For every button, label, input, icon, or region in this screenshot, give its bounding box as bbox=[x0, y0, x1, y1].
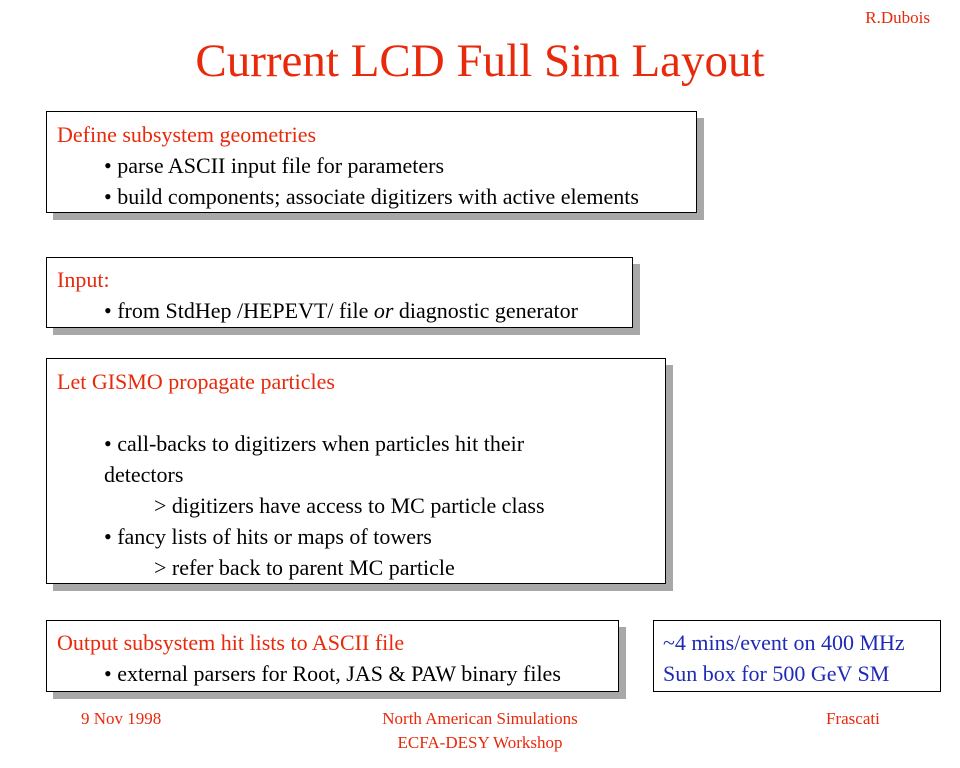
geometry-heading: Define subsystem geometries bbox=[57, 122, 317, 147]
note-line-2: Sun box for 500 GeV SM bbox=[663, 661, 890, 686]
footer-event: North American Simulations ECFA-DESY Wor… bbox=[330, 707, 630, 755]
gismo-box: Let GISMO propagate particles • call-bac… bbox=[46, 358, 666, 584]
footer-location: Frascati bbox=[826, 709, 880, 728]
gismo-bullet-callbacks-cont: detectors bbox=[104, 462, 184, 487]
gismo-subitem-mc-access: > digitizers have access to MC particle … bbox=[154, 493, 545, 518]
input-heading: Input: bbox=[57, 267, 110, 292]
input-bullet-or: or bbox=[373, 298, 394, 323]
gismo-bullet-callbacks: • call-backs to digitizers when particle… bbox=[104, 431, 525, 456]
output-box: Output subsystem hit lists to ASCII file… bbox=[46, 620, 619, 692]
geometry-bullet-build: • build components; associate digitizers… bbox=[104, 184, 639, 209]
input-bullet: • from StdHep /HEPEVT/ file or diagnosti… bbox=[57, 295, 632, 326]
footer-event-line-2: ECFA-DESY Workshop bbox=[397, 733, 563, 752]
gismo-bullet-fancy-lists: • fancy lists of hits or maps of towers bbox=[104, 524, 432, 549]
input-bullet-end: diagnostic generator bbox=[393, 298, 578, 323]
note-line-1: ~4 mins/event on 400 MHz bbox=[663, 630, 905, 655]
footer-event-line-1: North American Simulations bbox=[382, 709, 578, 728]
performance-note: ~4 mins/event on 400 MHz Sun box for 500… bbox=[653, 620, 941, 692]
output-bullet-parsers: • external parsers for Root, JAS & PAW b… bbox=[104, 661, 561, 686]
input-bullet-start: • from StdHep /HEPEVT/ file bbox=[104, 298, 374, 323]
gismo-heading: Let GISMO propagate particles bbox=[57, 369, 335, 394]
gismo-subitem-refer-back: > refer back to parent MC particle bbox=[154, 555, 455, 580]
footer-date: 9 Nov 1998 bbox=[81, 709, 162, 728]
geometry-box: Define subsystem geometries • parse ASCI… bbox=[46, 111, 697, 213]
geometry-bullet-parse: • parse ASCII input file for parameters bbox=[104, 153, 445, 178]
author-label: R.Dubois bbox=[865, 8, 930, 27]
input-box: Input: • from StdHep /HEPEVT/ file or di… bbox=[46, 257, 633, 328]
slide-title: Current LCD Full Sim Layout bbox=[195, 35, 765, 87]
output-heading: Output subsystem hit lists to ASCII file bbox=[57, 630, 405, 655]
